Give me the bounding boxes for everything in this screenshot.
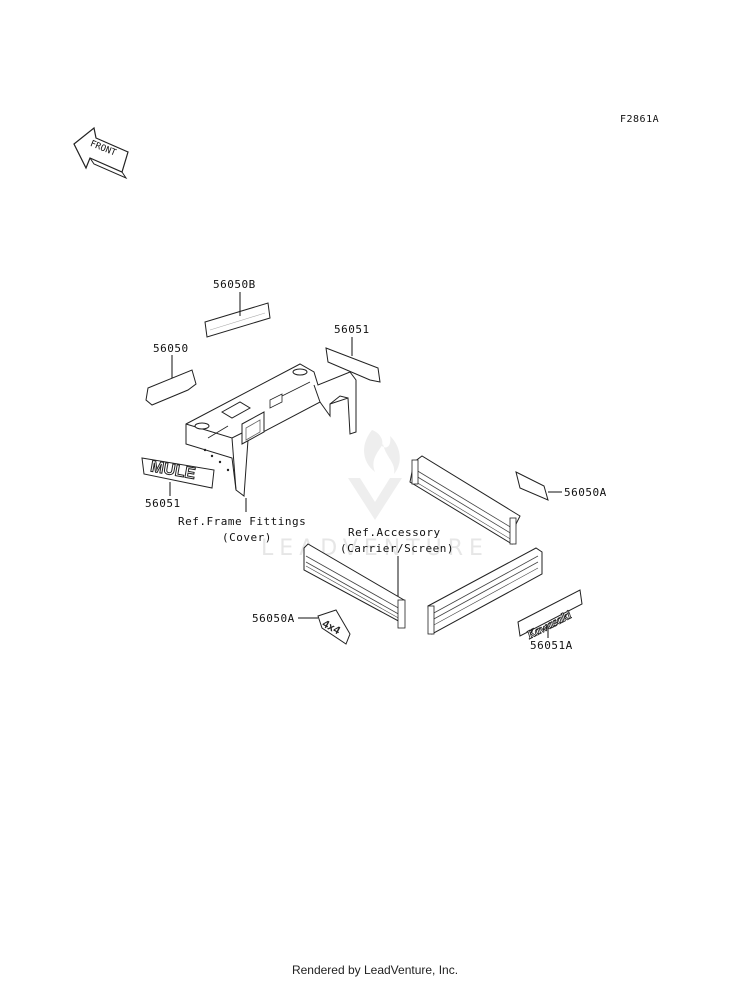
frame-cover: Ref.Frame Fittings (Cover) (178, 363, 357, 544)
callout-56050A-bottom: 56050A (252, 612, 295, 625)
watermark-text: LEADVENTURE (261, 536, 489, 561)
ref-frame-line1: Ref.Frame Fittings (178, 515, 306, 528)
callout-56050A-right: 56050A (564, 486, 607, 499)
callout-56051-top: 56051 (334, 323, 370, 336)
watermark: LEADVENTURE (261, 430, 489, 561)
decal-mule: MULE 56051 (141, 457, 215, 510)
ref-accessory-line2: (Carrier/Screen) (340, 542, 454, 555)
callout-56051A: 56051A (530, 639, 573, 652)
decal-56050: 56050 (145, 342, 197, 406)
ref-frame-line2: (Cover) (222, 531, 272, 544)
tailgate-panel (427, 547, 543, 635)
footer-credit: Rendered by LeadVenture, Inc. (291, 963, 459, 977)
side-panel-left-front (303, 543, 406, 629)
decal-56051-top: 56051 (325, 323, 381, 383)
decal-56050B: 56050B (204, 278, 271, 338)
figure-code: F2861A (620, 114, 659, 125)
side-panel-right-rear (409, 455, 521, 545)
front-arrow-icon: FRONT (73, 126, 129, 180)
callout-56050: 56050 (153, 342, 189, 355)
logo-v-icon (348, 478, 402, 520)
decal-4x4: 4x4 56050A (252, 609, 351, 645)
flame-icon (364, 430, 400, 474)
ref-accessory-line1: Ref.Accessory (348, 526, 441, 539)
callout-56050B: 56050B (213, 278, 256, 291)
decal-56050A-right: 56050A (515, 471, 607, 501)
ref-accessory: Ref.Accessory (Carrier/Screen) (340, 526, 454, 600)
decal-kawasaki: Kawasaki 56051A (517, 589, 583, 652)
callout-56051-left: 56051 (145, 497, 181, 510)
